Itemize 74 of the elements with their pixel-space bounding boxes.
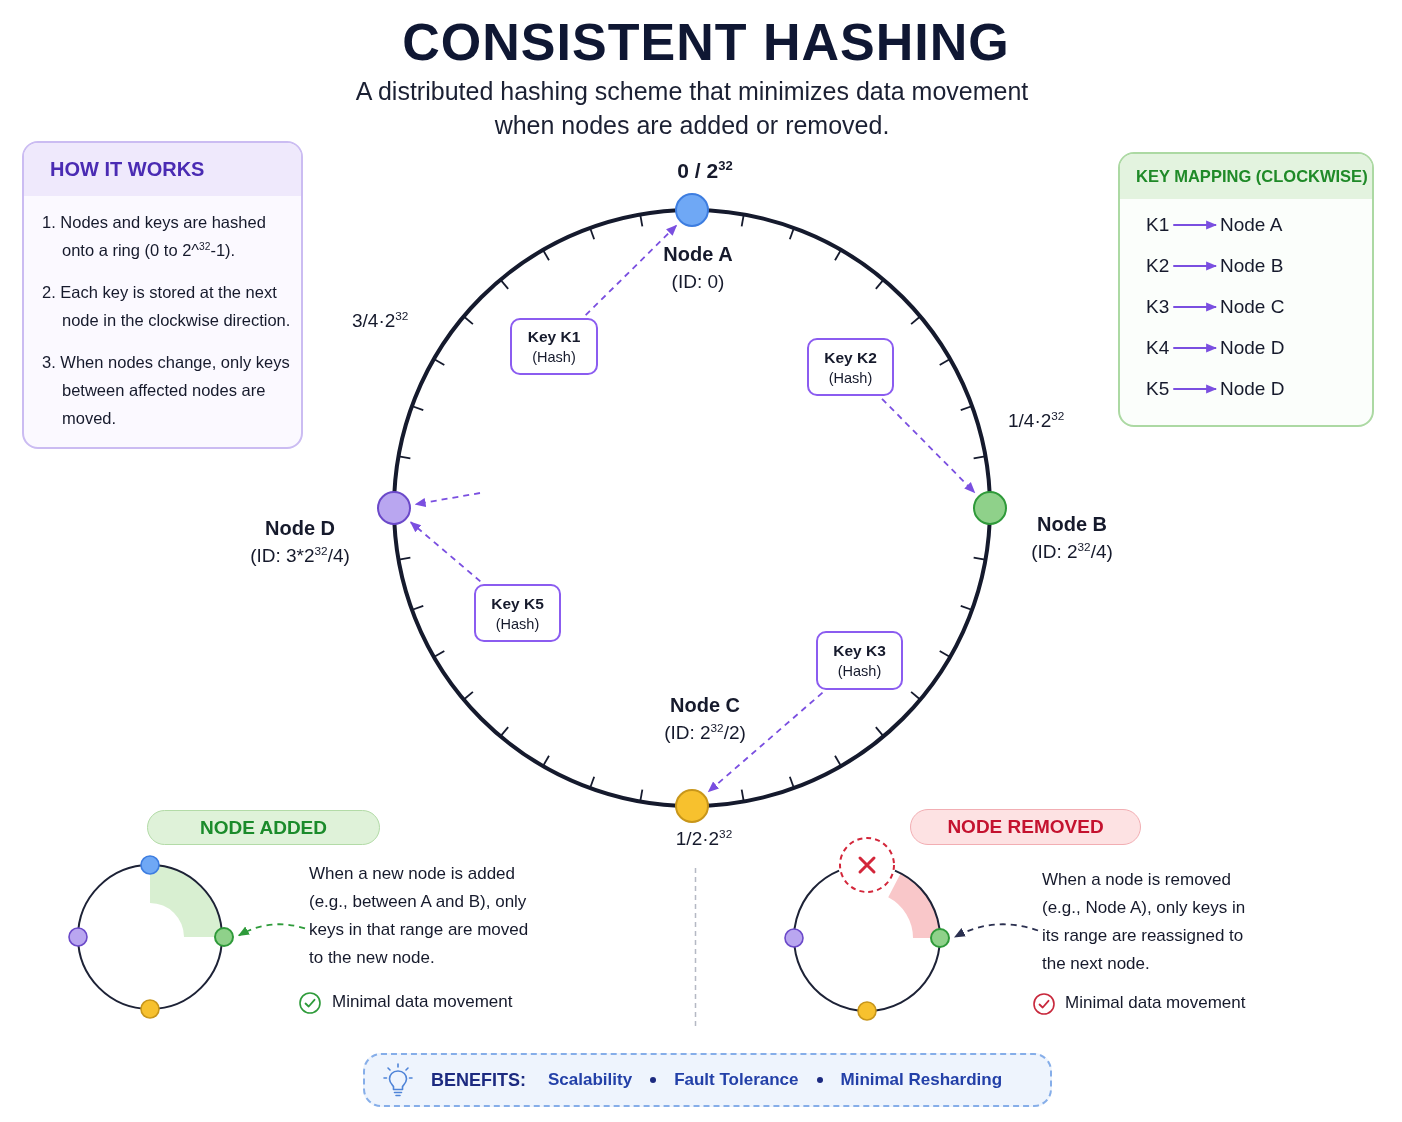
node-circle — [929, 927, 951, 949]
section-title: NODE ADDED — [200, 816, 327, 839]
node-name: Node B — [1220, 255, 1284, 277]
position-label: 1/4·2$^{32}$ — [1008, 409, 1065, 433]
key-box — [816, 631, 903, 690]
dashed-arrow — [409, 521, 482, 583]
node-circle — [213, 926, 235, 948]
arrow — [1172, 302, 1218, 312]
node-id-label: (ID: 0) — [671, 270, 725, 294]
section-title: NODE REMOVED — [947, 816, 1104, 838]
key-name: K1 — [1146, 214, 1170, 236]
node-name: Node C — [1220, 296, 1285, 318]
key-box — [510, 318, 598, 375]
dashed-arrow — [707, 691, 824, 793]
section-badge — [147, 810, 380, 845]
leader-arrow — [237, 923, 306, 937]
key-name: K3 — [1146, 296, 1170, 318]
hash-label: (Hash) — [532, 348, 576, 367]
hash-label: (Hash) — [837, 662, 882, 681]
arrow — [1172, 261, 1218, 271]
key-name: K2 — [1146, 255, 1170, 277]
node-name: Node D — [265, 516, 335, 541]
outcome-text: Minimal data movement — [1065, 992, 1246, 1014]
key-box — [474, 584, 561, 642]
key-name: Key K3 — [833, 641, 886, 661]
key-name: K5 — [1146, 378, 1170, 400]
list-item: 2. Each key is stored at the next node in the clockwise direction. — [42, 282, 292, 331]
panel-heading: KEY MAPPING (CLOCKWISE) — [1136, 167, 1368, 186]
benefits-heading: BENEFITS: — [431, 1069, 526, 1091]
key-name: K4 — [1146, 337, 1170, 359]
position-label: 0 / 2$^{32}$ — [677, 158, 733, 184]
arrow — [1172, 343, 1218, 353]
section-badge — [910, 809, 1141, 845]
panel-heading: HOW IT WORKS — [50, 158, 205, 181]
list-item: 3. When nodes change, only keys between affected nodes are moved. — [42, 352, 291, 429]
hash-label: (Hash) — [495, 614, 540, 634]
info-panel — [22, 141, 303, 449]
node-id-label: (ID: 3*2$^{32}$/4) — [250, 542, 350, 568]
node-circle — [972, 490, 1008, 526]
dashed-arrow — [414, 492, 481, 508]
node-circle — [674, 192, 710, 228]
title: CONSISTENT HASHING — [402, 12, 1010, 72]
outcome-text: Minimal data movement — [332, 991, 513, 1013]
key-name: Key K5 — [491, 593, 544, 614]
key-name: Key K2 — [824, 347, 877, 368]
position-label: 3/4·2$^{32}$ — [352, 309, 409, 333]
position-label: 1/2·2$^{32}$ — [675, 827, 733, 851]
arrow — [1172, 384, 1218, 394]
benefit-item: Fault Tolerance — [674, 1070, 799, 1090]
node-name: Node D — [1220, 337, 1285, 359]
info-panel — [1118, 152, 1374, 427]
node-name: Node B — [1037, 512, 1107, 537]
hash-label: (Hash) — [828, 368, 873, 388]
node-name: Node A — [663, 242, 733, 267]
node-id-label: (ID: 2$^{32}$/4) — [1031, 538, 1113, 564]
node-name: Node A — [1220, 214, 1283, 236]
key-name: Key K1 — [527, 327, 581, 347]
node-id-label: (ID: 2$^{32}$/2) — [664, 719, 746, 745]
node-name: Node C — [670, 693, 740, 718]
arrow — [1172, 220, 1218, 230]
benefit-item: Scalability — [548, 1070, 633, 1090]
benefit-item: Minimal Resharding — [840, 1070, 1003, 1090]
node-circle — [674, 788, 710, 824]
subtitle: A distributed hashing scheme that minimizes data movement when nodes are added or removed. — [354, 76, 1030, 141]
node-circle — [376, 490, 412, 526]
dashed-arrow — [584, 224, 678, 317]
leader-arrow — [953, 923, 1039, 938]
node-name: Node D — [1220, 378, 1285, 400]
dashed-arrow — [881, 397, 976, 494]
description-text: When a node is removed (e.g., Node A), only keys in its range are reassigned to the next node. — [1042, 866, 1257, 978]
description-text: When a new node is added (e.g., between A and B), only keys in that range are moved to the new node. — [309, 860, 537, 972]
list-item: 1. Nodes and keys are hashed onto a ring (0 to 2^$^{32}$-1). — [42, 212, 267, 261]
key-box — [807, 338, 894, 396]
benefits-banner — [363, 1053, 1052, 1107]
